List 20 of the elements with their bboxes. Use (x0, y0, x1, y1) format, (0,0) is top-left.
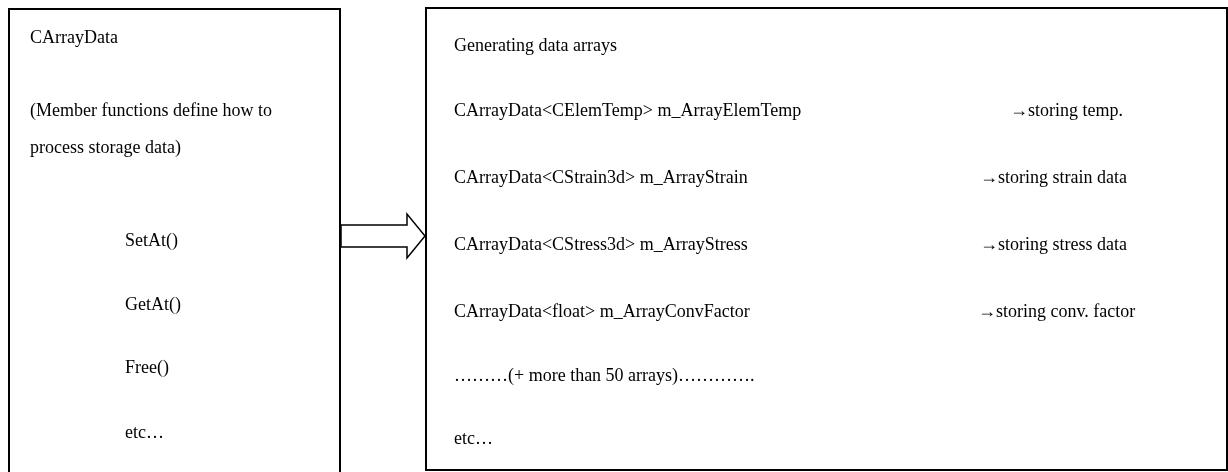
array-note: →storing stress data (980, 233, 1127, 255)
note: ………(+ more than 50 arrays)…………. (454, 364, 755, 386)
array-declaration: CArrayData<float> m_ArrayConvFactor (454, 300, 750, 322)
array-declaration: CArrayData<CElemTemp> m_ArrayElemTemp (454, 99, 802, 121)
text-box (425, 7, 1228, 471)
array-note: →storing temp. (1010, 99, 1123, 121)
array-note: →storing strain data (980, 166, 1127, 188)
description: (Member functions define how to process storage data) (30, 99, 273, 159)
array-declaration: CArrayData<CStrain3d> m_ArrayStrain (454, 166, 748, 188)
function-name: GetAt() (125, 293, 181, 315)
function-name: SetAt() (125, 229, 178, 251)
function-name: Free() (125, 356, 169, 378)
heading: Generating data arrays (454, 34, 617, 56)
class-name: CArrayData (30, 26, 118, 48)
text-box (8, 8, 341, 472)
array-note: →storing conv. factor (978, 300, 1136, 322)
ellipsis-text: etc… (454, 427, 493, 449)
ellipsis-text: etc… (125, 421, 164, 443)
block-arrow (340, 211, 426, 261)
array-declaration: CArrayData<CStress3d> m_ArrayStress (454, 233, 748, 255)
